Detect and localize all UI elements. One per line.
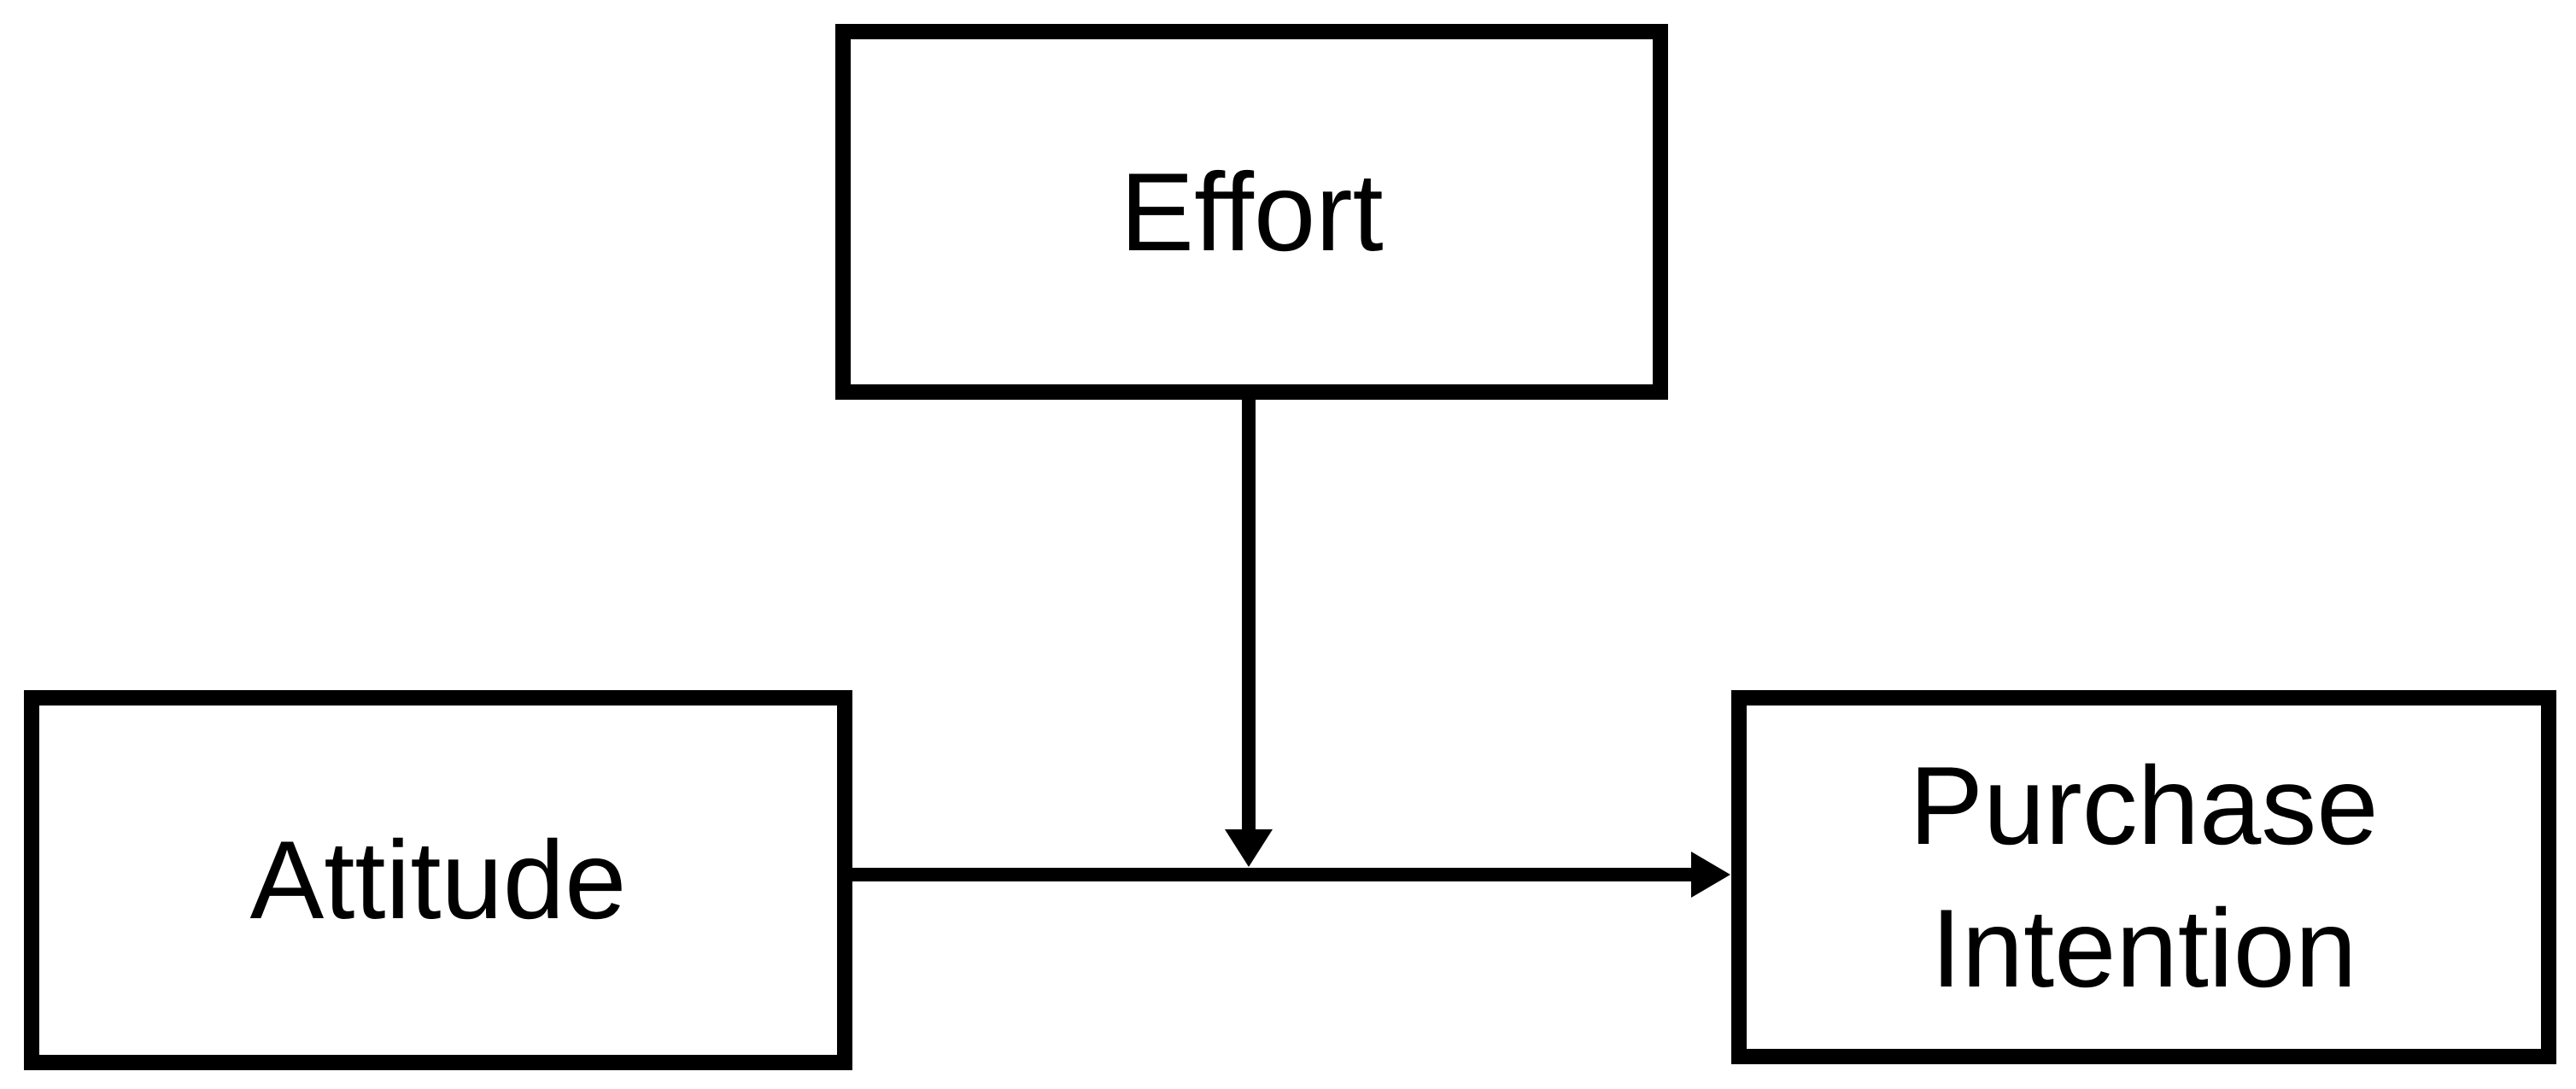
attitude-to-purchase-arrow [852,852,1730,898]
node-attitude-label: Attitude [249,817,627,942]
right-arrowhead-icon [1691,852,1730,898]
effort-moderation-arrow [1225,395,1273,867]
node-effort-label: Effort [1120,149,1384,274]
node-attitude: Attitude [24,690,852,1070]
node-purchase-intention-label-line-2: Intention [1930,886,2357,1010]
node-effort: Effort [835,24,1668,400]
node-purchase-intention-label-line-1: Purchase [1909,743,2379,868]
down-arrowhead-icon [1225,829,1273,867]
node-purchase-intention-label: Purchase Intention [1909,735,2378,1020]
node-purchase-intention: Purchase Intention [1731,690,2556,1064]
